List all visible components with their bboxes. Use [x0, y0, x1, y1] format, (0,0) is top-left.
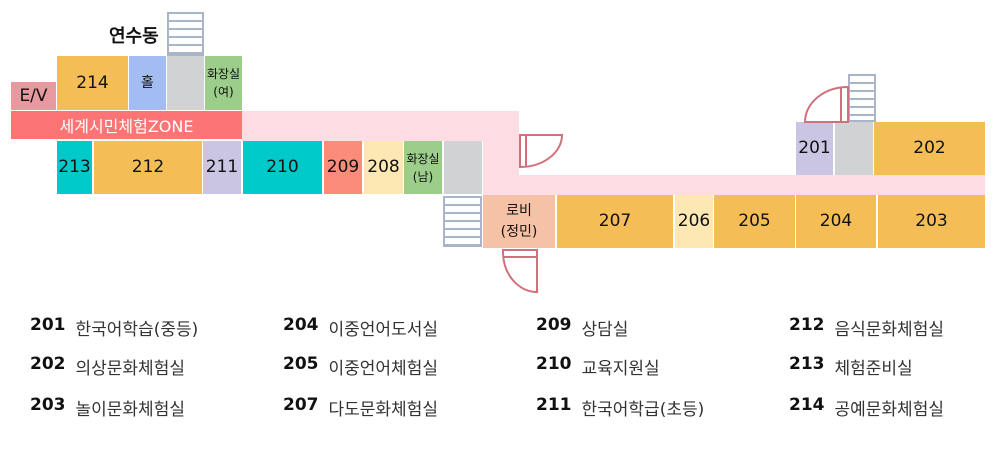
corridor-upper	[242, 111, 519, 141]
room-213: 213	[57, 141, 92, 194]
room-208: 208	[364, 141, 403, 194]
corridor-lower	[483, 175, 985, 195]
room-204: 204	[796, 195, 876, 248]
building-title: 연수동	[109, 26, 159, 47]
room-212: 212	[94, 141, 202, 194]
room-202: 202	[874, 122, 985, 175]
restroom-male: 화장실 (남)	[404, 141, 442, 194]
global-citizen-zone: 세계시민체험ZONE	[11, 111, 242, 139]
room-203: 203	[878, 195, 985, 248]
room-206: 206	[675, 195, 713, 248]
restroom-male-sub: (남)	[412, 169, 434, 184]
stair-well-right	[835, 122, 873, 175]
room-211: 211	[203, 141, 241, 194]
room-207: 207	[557, 195, 673, 248]
room-201: 201	[796, 122, 833, 175]
room-209: 209	[324, 141, 362, 194]
door-icon	[803, 85, 849, 123]
stairs-icon	[167, 12, 204, 56]
elevator: E/V	[11, 82, 56, 110]
hall: 홀	[129, 56, 166, 110]
room-214: 214	[57, 56, 128, 110]
restroom-female-sub: (여)	[213, 85, 234, 99]
restroom-female-label: 화장실	[206, 67, 241, 81]
restroom-female: 화장실 (여)	[205, 56, 242, 110]
room-205: 205	[714, 195, 795, 248]
lobby: 로비 (정민)	[483, 195, 555, 248]
stairs-icon	[443, 196, 482, 247]
restroom-male-label: 화장실	[406, 151, 440, 166]
stair-well-top	[167, 56, 204, 110]
stair-well-middle	[444, 141, 482, 194]
room-210: 210	[243, 141, 322, 194]
door-icon	[519, 134, 564, 169]
lobby-label: 로비	[506, 202, 532, 219]
lobby-sub: (정민)	[500, 223, 538, 240]
door-icon	[502, 249, 538, 294]
stairs-icon	[848, 74, 876, 122]
